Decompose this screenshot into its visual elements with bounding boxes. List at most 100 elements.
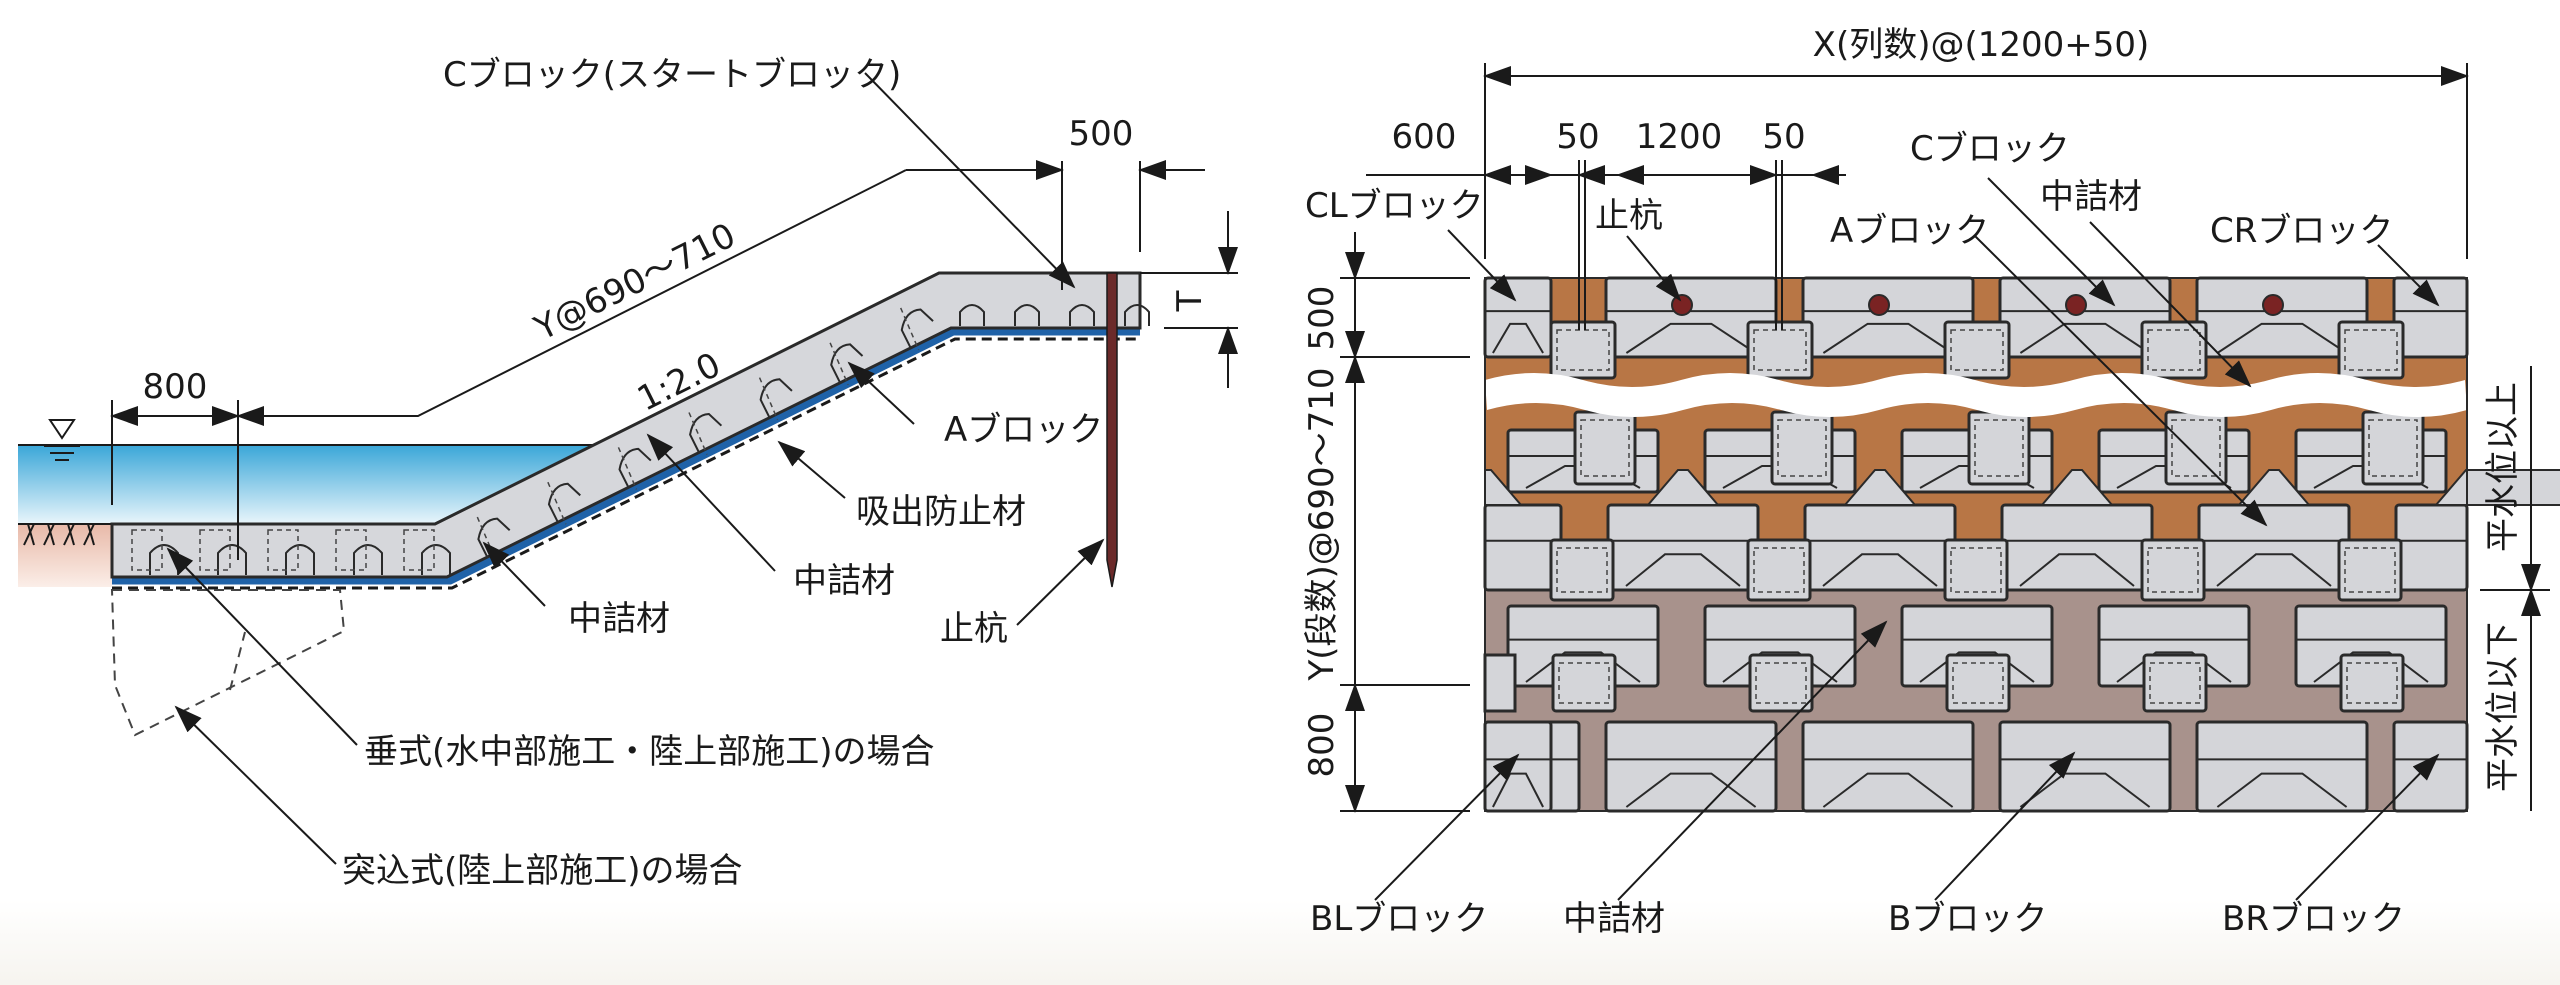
block-hidden-outline: [131, 529, 163, 571]
connector-hidden-outline: [2147, 329, 2201, 371]
section-view: 500 T 800 Y@690～710 1:2.0 Cブロック(スタートブロック…: [18, 55, 1238, 891]
connector-hidden-outline: [1753, 329, 1807, 371]
block-ridge: [1625, 772, 1757, 808]
connector-block: [2361, 410, 2425, 486]
concrete-block: [2197, 503, 2351, 592]
connector-block: [2337, 538, 2403, 602]
block-neck: [1645, 469, 1721, 506]
block-arch: [900, 308, 934, 349]
connector-block: [1549, 320, 1617, 380]
connector-block: [1770, 410, 1834, 486]
connector-block: [2337, 320, 2405, 380]
connector-block: [1746, 320, 1814, 380]
stake: [1106, 272, 1118, 588]
plan-dim-500: 500: [1302, 286, 1342, 351]
block-hidden-outline: [199, 529, 231, 571]
connector-block: [1483, 653, 1517, 713]
label-filler-bottom: 中詰材: [1563, 899, 1665, 939]
block-arch: [421, 544, 451, 575]
stake-marker: [2262, 294, 2284, 316]
connector-block: [1746, 538, 1812, 602]
connector-hidden-outline: [1974, 419, 2024, 477]
block-hidden-line: [758, 377, 779, 420]
stake-marker: [1868, 294, 1890, 316]
label-c-block-plan: Cブロック: [1910, 129, 2070, 169]
label-a-block-plan: Aブロック: [1830, 211, 1989, 251]
block-ridge: [2116, 651, 2232, 683]
connector-hidden-outline: [1777, 419, 1827, 477]
connector-hidden-outline: [2147, 547, 2199, 593]
block-ridge: [1822, 553, 1938, 587]
block-arch: [547, 482, 581, 523]
label-br-block: BRブロック: [2222, 899, 2405, 939]
connector-block: [1748, 653, 1814, 713]
block-ridge: [1822, 322, 1954, 354]
block-hidden-outline: [335, 529, 367, 571]
stake-marker: [1671, 294, 1693, 316]
block-ridge: [2019, 772, 2151, 808]
block-hidden-outline: [267, 529, 299, 571]
connector-block: [1945, 653, 2011, 713]
block-ridge: [1625, 322, 1757, 354]
block-ridge: [1625, 553, 1741, 587]
label-thrust-case: 突込式(陸上部施工)の場合: [342, 851, 743, 891]
label-below-water: 平水位以下: [2483, 622, 2523, 792]
block-grid: [1483, 276, 2560, 813]
block-neck: [1842, 469, 1918, 506]
block-arch: [353, 544, 383, 575]
water: [18, 445, 593, 524]
connector-block: [2339, 653, 2405, 713]
page-background-fade: [0, 900, 2560, 985]
connector-hidden-outline: [2344, 329, 2398, 371]
ground-hatch: [18, 523, 112, 546]
block-ridge: [2313, 651, 2429, 683]
connector-hidden-outline: [1556, 547, 1608, 593]
plan-dim-600: 600: [1392, 117, 1457, 157]
concrete-block: [2195, 720, 2369, 813]
block-ridge: [1822, 772, 1954, 808]
label-filler-2: 中詰材: [568, 599, 670, 639]
stake-markers: [1671, 294, 2284, 316]
connector-hidden-outline: [2344, 547, 2396, 593]
section-dim-t: T: [1170, 290, 1210, 312]
block-arch: [830, 343, 864, 384]
connector-hidden-outline: [1753, 547, 1805, 593]
connector-hidden-outline: [1950, 329, 2004, 371]
connector-block: [2140, 538, 2206, 602]
section-dim-500: 500: [1069, 114, 1134, 154]
block-ridge: [1919, 651, 2035, 683]
label-above-water: 平水位以上: [2483, 382, 2523, 552]
block-ridge: [2216, 322, 2348, 354]
plan-dim-x: X(列数)@(1200+50): [1813, 25, 2150, 65]
concrete-block: [1801, 720, 1975, 813]
label-filler-top: 中詰材: [2040, 177, 2142, 217]
block-revetment: [110, 271, 1142, 579]
break-line: [1485, 373, 2467, 417]
block-neck: [2236, 469, 2312, 506]
concrete-block: [2392, 720, 2469, 813]
block-ridge: [2019, 322, 2151, 354]
block-detail: [131, 304, 1150, 575]
section-dim-800: 800: [143, 367, 208, 407]
block-hidden-line: [829, 342, 849, 386]
concrete-block: [1998, 720, 2172, 813]
block-ridge: [2216, 772, 2348, 808]
water-level-symbol: [44, 419, 80, 461]
label-anti-suction: 吸出防止材: [856, 492, 1026, 532]
plan-dim-50a: 50: [1556, 117, 1599, 157]
label-vertical-case: 垂式(水中部施工・陸上部施工)の場合: [364, 732, 935, 772]
label-c-block-start: Cブロック(スタートブロック): [443, 55, 901, 95]
stake-marker: [2065, 294, 2087, 316]
label-stake: 止杭: [940, 609, 1008, 649]
concrete-block: [1803, 503, 1957, 592]
block-arch: [477, 517, 511, 558]
connector-block: [2164, 410, 2228, 486]
concrete-block: [1604, 720, 1778, 813]
label-filler-1: 中詰材: [793, 561, 895, 601]
label-cl-block: CLブロック: [1305, 186, 1484, 226]
concrete-block: [2000, 503, 2154, 592]
label-b-block: Bブロック: [1888, 899, 2047, 939]
plan-dim-y: Y(段数)@690～710: [1302, 367, 1342, 681]
connector-hidden-outline: [2171, 419, 2221, 477]
block-arch: [1014, 304, 1040, 326]
